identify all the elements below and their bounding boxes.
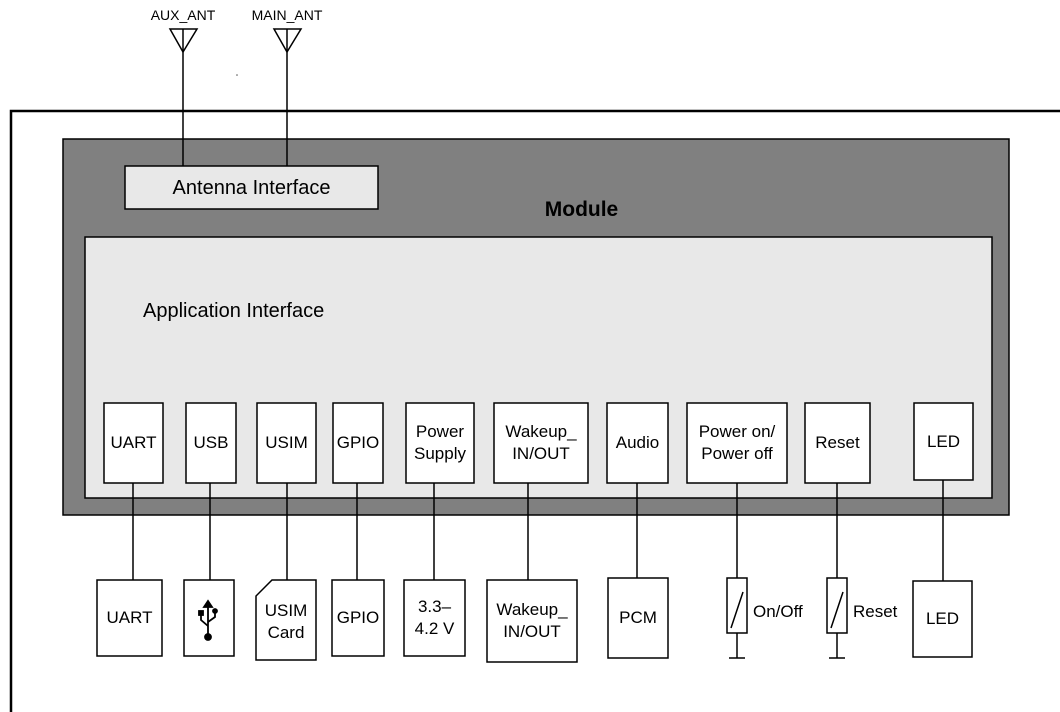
connection-lines	[132, 480, 944, 581]
on-off-switch-icon	[726, 577, 748, 659]
interface-box-reset	[804, 402, 871, 484]
main-antenna	[272, 28, 303, 166]
antenna-interface-box	[124, 165, 379, 210]
interface-box-audio	[606, 402, 669, 484]
peripheral-box-pcm	[607, 577, 669, 659]
reset-switch-icon	[826, 577, 848, 659]
usb-icon	[198, 599, 218, 641]
interface-box-uart	[103, 402, 164, 484]
peripheral-box-usb	[183, 579, 235, 657]
interface-box-led	[913, 402, 974, 481]
interface-box-power-supply	[405, 402, 475, 484]
interface-box-power-on-off	[686, 402, 788, 484]
peripheral-box-wakeup	[486, 579, 578, 663]
peripheral-box-voltage	[403, 579, 466, 657]
peripheral-box-usim-card	[255, 579, 317, 661]
interface-boxes	[103, 402, 974, 484]
peripheral-box-led	[912, 580, 973, 658]
interface-box-wakeup	[493, 402, 589, 484]
peripheral-boxes	[96, 577, 973, 663]
aux-antenna	[168, 28, 199, 166]
outer-frame	[9, 109, 1060, 712]
interface-box-usb	[185, 402, 237, 484]
interface-box-gpio	[332, 402, 384, 484]
stray-dot	[236, 74, 238, 76]
interface-box-usim	[256, 402, 317, 484]
peripheral-box-uart	[96, 579, 163, 657]
peripheral-box-gpio	[331, 579, 385, 657]
